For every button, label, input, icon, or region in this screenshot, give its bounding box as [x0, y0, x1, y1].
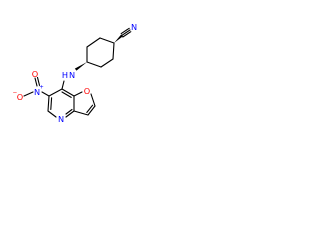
bond: [61, 91, 72, 98]
cyclohexane-ring: [86, 37, 115, 68]
bond: [73, 91, 83, 97]
bond: [61, 80, 65, 90]
bond: [86, 37, 101, 48]
bond: [65, 110, 75, 118]
amine-nitrogen-label: N: [69, 70, 75, 80]
wedge-bond: [114, 34, 123, 43]
nitro-oxygen-charge: −: [13, 90, 18, 96]
pyridine-nitrogen-label: N: [58, 114, 64, 124]
amine-hydrogen-label: H: [62, 70, 68, 80]
bond: [122, 31, 132, 38]
amine-linkage: [61, 62, 87, 90]
nitro-oxygen-double-label: O: [32, 69, 38, 79]
molecule-structure-canvas: N H N N + O − O O N: [0, 0, 152, 152]
bond: [48, 88, 63, 97]
bond: [86, 104, 94, 114]
bond: [23, 91, 34, 97]
bond: [90, 93, 96, 107]
bond: [47, 110, 57, 118]
nitrile-group: [114, 27, 132, 43]
nitro-group: [23, 76, 50, 97]
nitro-nitrogen-label: N: [34, 87, 40, 97]
bond: [41, 91, 50, 97]
bond: [99, 37, 115, 44]
nitro-oxygen-minus-label: O: [17, 92, 23, 102]
furan-ring: [73, 91, 96, 116]
bond: [112, 42, 115, 60]
nitrile-nitrogen-label: N: [131, 22, 137, 32]
bond: [87, 105, 96, 116]
bond: [73, 110, 89, 116]
bond: [50, 97, 53, 111]
pyridine-ring: [47, 88, 75, 118]
bond: [121, 29, 131, 36]
bond: [47, 95, 50, 112]
bond: [120, 27, 130, 35]
molecule-structure: N H N N + O − O O N: [13, 22, 137, 124]
furan-oxygen-label: O: [84, 86, 90, 96]
bond: [34, 77, 38, 87]
wedge-bond: [74, 62, 87, 71]
bond: [61, 88, 75, 97]
bond: [86, 61, 102, 68]
bond: [65, 108, 73, 115]
bond: [36, 76, 41, 86]
nitro-nitrogen-charge: +: [39, 85, 44, 91]
bond: [100, 58, 114, 68]
